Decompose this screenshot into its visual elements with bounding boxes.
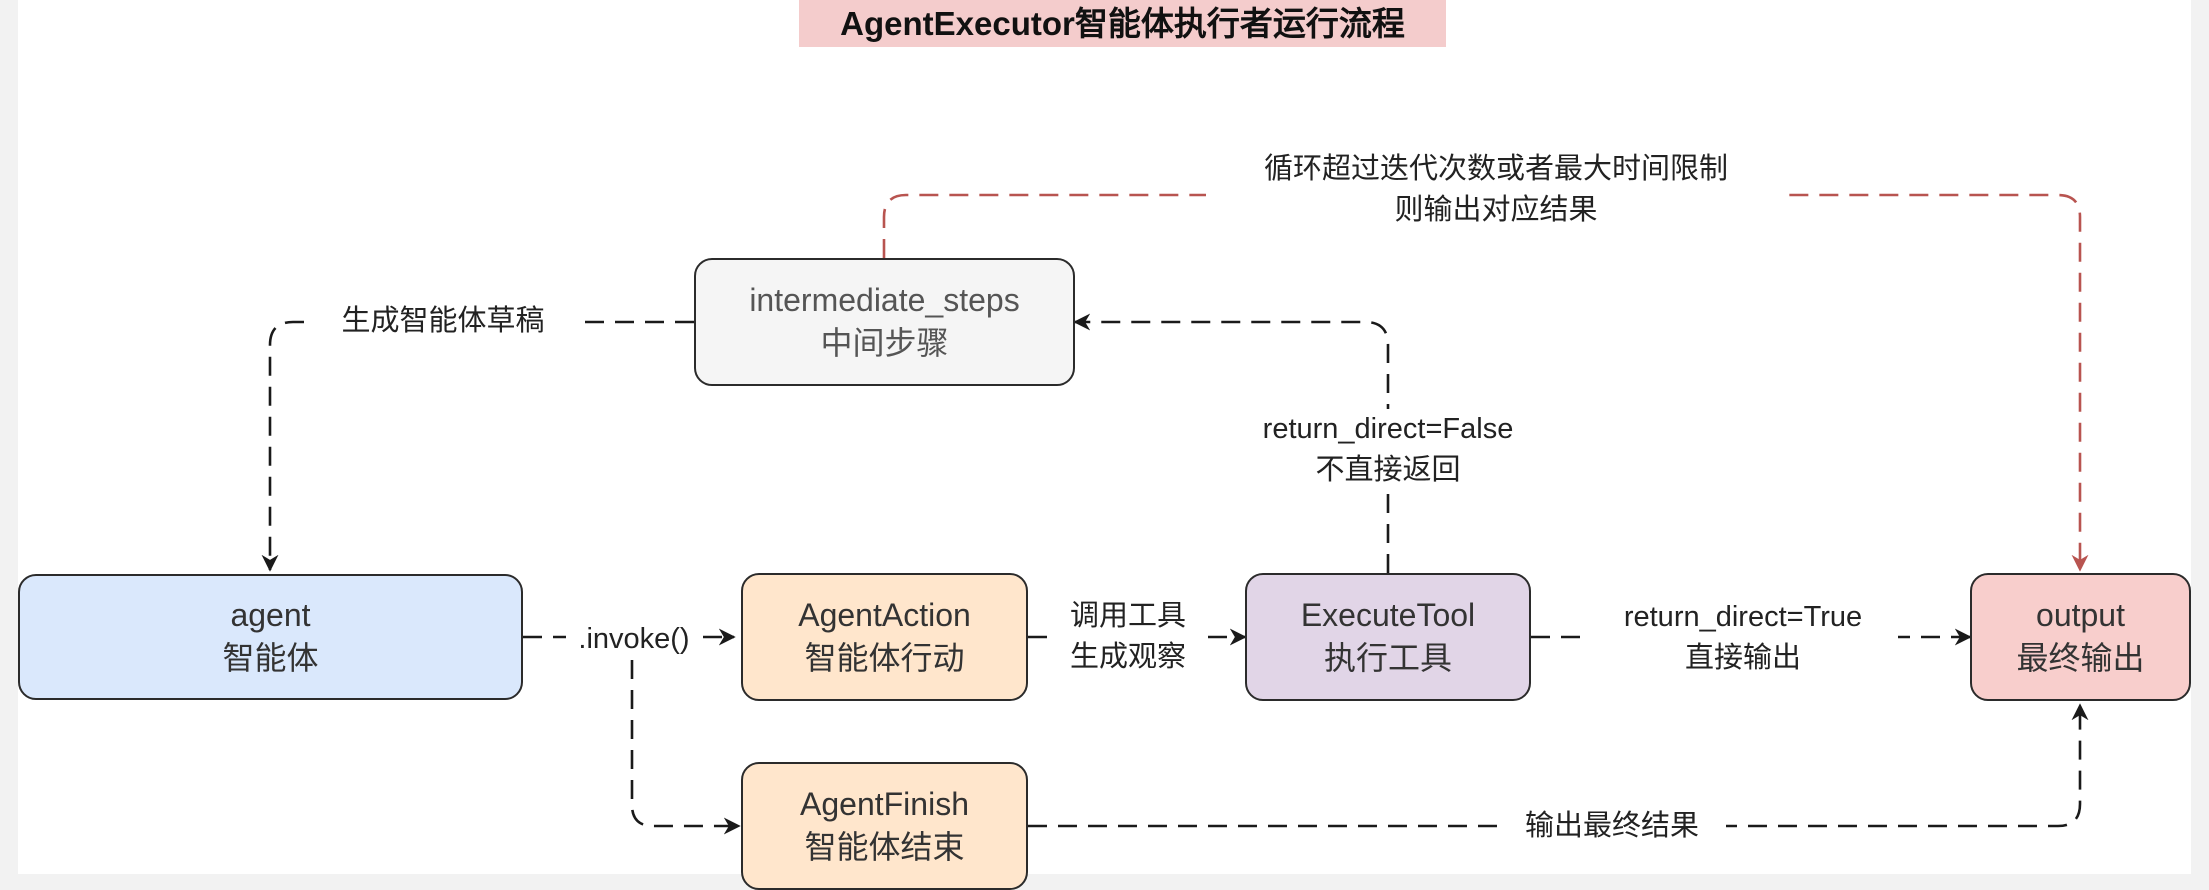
edge-label-draft: 生成智能体草稿: [308, 301, 578, 342]
node-agent-line1: agent: [230, 597, 311, 633]
edge-label-finish-output: 输出最终结果: [1498, 806, 1726, 847]
edge-label-return-false-line2: 不直接返回: [1315, 454, 1461, 486]
node-agent-line2: 智能体: [222, 640, 319, 676]
node-agent-action[interactable]: AgentAction 智能体行动: [741, 573, 1028, 701]
edge-label-return-true-line2: 直接输出: [1684, 642, 1801, 674]
node-agent[interactable]: agent 智能体: [18, 574, 523, 700]
node-execute-tool-line1: ExecuteTool: [1300, 597, 1476, 633]
node-execute-tool-line2: 执行工具: [1323, 640, 1452, 676]
node-agent-finish-line1: AgentFinish: [800, 786, 969, 822]
node-output-line2: 最终输出: [2016, 640, 2145, 676]
edge-finish-to-output: [1028, 703, 2089, 828]
node-intermediate-line1: intermediate_steps: [749, 282, 1020, 318]
edge-label-call-tool-line1: 调用工具: [1069, 600, 1186, 632]
edge-label-loop-limit-line1: 循环超过迭代次数或者最大时间限制: [1263, 153, 1728, 185]
edge-label-return-true: return_direct=True 直接输出: [1588, 597, 1898, 679]
node-output-line1: output: [2036, 597, 2125, 633]
edge-label-return-true-line1: return_direct=True: [1623, 601, 1863, 633]
node-intermediate-line2: 中间步骤: [820, 325, 949, 361]
edge-label-return-false: return_direct=False 不直接返回: [1228, 409, 1548, 491]
edge-tool-to-intermediate: [1073, 313, 1390, 573]
edge-label-call-tool-line2: 生成观察: [1069, 641, 1186, 673]
node-agent-finish-line2: 智能体结束: [804, 829, 965, 865]
edge-label-loop-limit: 循环超过迭代次数或者最大时间限制 则输出对应结果: [1206, 149, 1786, 231]
node-output[interactable]: output 最终输出: [1970, 573, 2191, 701]
edge-invoke-to-finish: [630, 660, 741, 835]
diagram-canvas: AgentExecutor智能体执行者运行流程 agent 智能体 interm…: [18, 0, 2191, 890]
node-agent-finish[interactable]: AgentFinish 智能体结束: [741, 762, 1028, 890]
edge-label-loop-limit-line2: 则输出对应结果: [1394, 194, 1598, 226]
edge-label-call-tool: 调用工具 生成观察: [1048, 596, 1208, 678]
node-agent-action-line2: 智能体行动: [804, 640, 965, 676]
diagram-title: AgentExecutor智能体执行者运行流程: [799, 0, 1446, 47]
edge-label-invoke: .invoke(): [566, 619, 702, 660]
node-agent-action-line1: AgentAction: [798, 597, 971, 633]
node-execute-tool[interactable]: ExecuteTool 执行工具: [1245, 573, 1531, 701]
node-intermediate-steps[interactable]: intermediate_steps 中间步骤: [694, 258, 1075, 386]
edge-label-return-false-line1: return_direct=False: [1262, 413, 1514, 445]
edge-intermediate-to-agent: [261, 320, 694, 572]
edges-layer: [261, 193, 2089, 835]
